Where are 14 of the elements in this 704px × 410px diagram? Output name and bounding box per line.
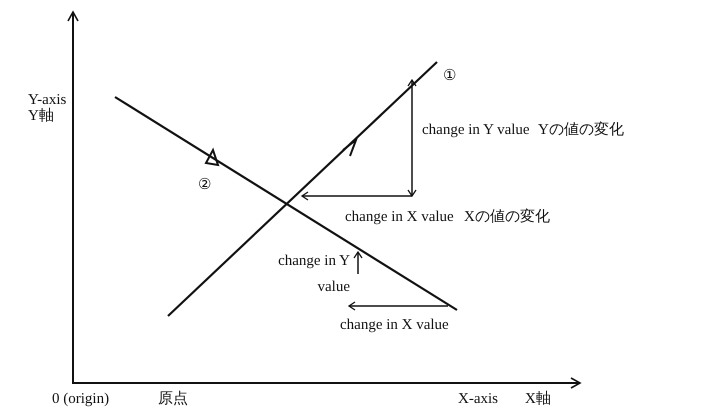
axis-label: 0 (origin) [52,391,110,408]
change-label: change in X value [340,317,449,334]
circled-number: ② [198,177,211,194]
change-label: change in Y value [422,122,530,139]
change-label: Yの値の変化 [538,122,624,139]
change-label: Xの値の変化 [464,209,550,226]
axis-label: X軸 [525,391,551,408]
axis-label: 原点 [158,391,188,408]
axis-label: Y軸 [28,108,54,125]
circled-number: ① [443,68,456,85]
change-label: change in X value [345,209,454,226]
axis-label: Y-axis [28,92,66,108]
axis-label: X-axis [458,391,498,408]
change-label: change in Y value [277,252,350,297]
